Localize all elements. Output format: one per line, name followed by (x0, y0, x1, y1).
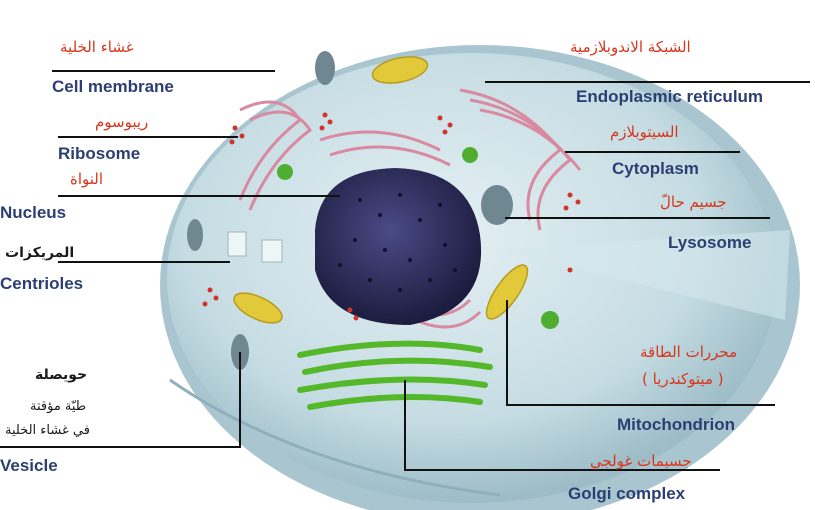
label-ribosome: Ribosome (58, 145, 140, 162)
label-er-ar: الشبكة الاندوبلازمية (570, 40, 691, 55)
label-mitochondrion-ar-line2: ( ميتوكندريا ) (642, 372, 724, 387)
label-vesicle-ar-title: حويصلة (35, 368, 87, 382)
label-vesicle: Vesicle (0, 457, 58, 474)
nucleus-shape (315, 168, 481, 325)
label-mitochondrion-ar-line1: محررات الطاقة (640, 345, 737, 360)
label-cytoplasm-ar: السيتوبلازم (610, 125, 679, 140)
label-lysosome: Lysosome (668, 234, 751, 251)
label-nucleus: Nucleus (0, 204, 66, 221)
label-centrioles-ar: المريكزات (5, 246, 74, 260)
label-cell-membrane-ar: غشاء الخلية (60, 40, 134, 55)
label-lysosome-ar: جسيم حالّ (660, 195, 727, 210)
label-er: Endoplasmic reticulum (576, 88, 763, 105)
label-vesicle-ar-line1: طيّة مؤقتة (30, 400, 86, 413)
label-golgi-ar: جسيمات غولجي (590, 454, 692, 469)
label-centrioles: Centrioles (0, 275, 83, 292)
label-nucleus-ar: النواة (70, 172, 103, 187)
label-golgi: Golgi complex (568, 485, 685, 502)
label-cell-membrane: Cell membrane (52, 78, 174, 95)
label-mitochondrion: Mitochondrion (617, 416, 735, 433)
label-ribosome-ar: ريبوسوم (95, 115, 148, 130)
label-vesicle-ar-line2: في غشاء الخلية (5, 424, 90, 437)
label-cytoplasm: Cytoplasm (612, 160, 699, 177)
